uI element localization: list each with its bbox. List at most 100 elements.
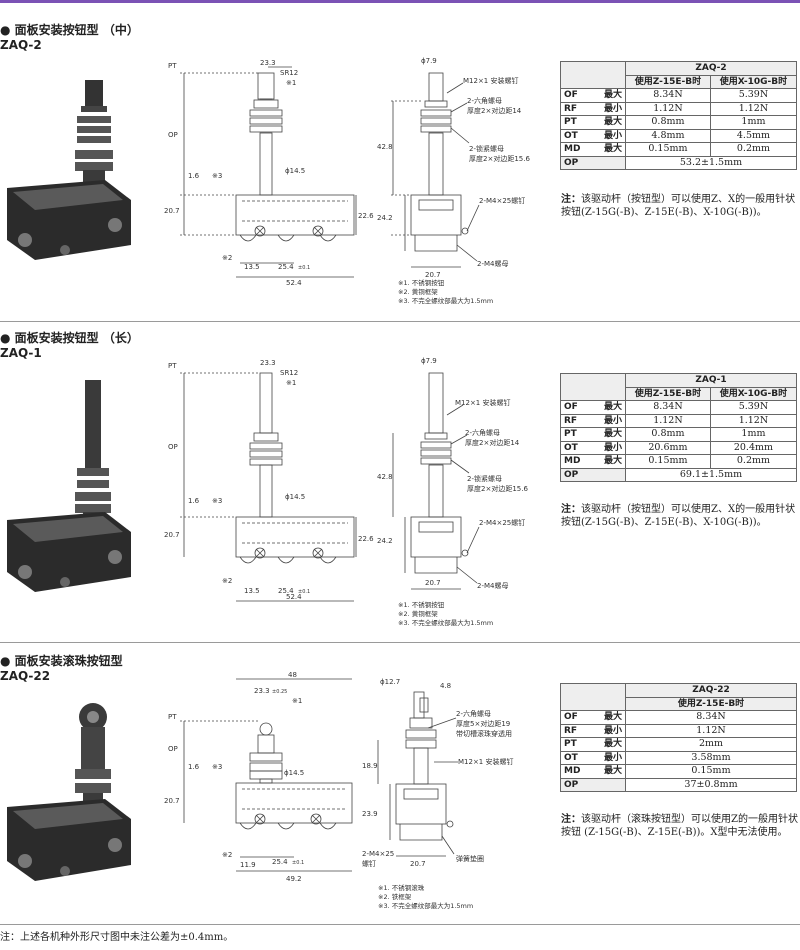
dim-pt: PT xyxy=(168,713,177,721)
row-qualifier: 最大 xyxy=(603,739,622,750)
dim-mark3: ※3 xyxy=(212,763,222,771)
row-key: OT xyxy=(564,130,578,141)
label-m12: M12×1 安装螺钉 xyxy=(463,76,519,85)
op-value: 37±0.8mm xyxy=(625,777,797,792)
row-qualifier: 最大 xyxy=(603,456,622,467)
dim-48: 48 xyxy=(288,671,297,679)
footnote-3: ※3. 不完全螺纹部最大为1.5mm xyxy=(398,296,493,305)
dim-23-3: 23.3 xyxy=(254,687,270,695)
model-name: ZAQ-2 xyxy=(0,38,42,52)
dim-20-7-front: 20.7 xyxy=(425,579,441,587)
label-lock-nut-spec: 厚度2×对边距15.6 xyxy=(469,154,530,163)
op-label: OP xyxy=(560,155,626,170)
row-key: MD xyxy=(564,766,581,777)
dim-op: OP xyxy=(168,131,178,139)
note-body: 该驱动杆（按钮型）可以使用Z、X的一般用针状按钮(Z-15G(-B)、Z-15E… xyxy=(561,504,796,528)
footnote-2: ※2. 黄铜框架 xyxy=(398,609,438,618)
footnote-3: ※3. 不完全螺纹部最大为1.5mm xyxy=(398,618,493,627)
dim-13-5: 13.5 xyxy=(244,587,260,595)
dim-11-9: 11.9 xyxy=(240,861,256,869)
label-hex-nut: 2-六角螺母 xyxy=(467,96,502,105)
dim-20-7: 20.7 xyxy=(164,531,180,539)
dim-phi-14-5: ϕ14.5 xyxy=(285,493,305,501)
footer-note: 注：上述各机种外形尺寸图中未注公差为±0.4mm。 xyxy=(0,932,234,943)
row-qualifier: 最大 xyxy=(603,429,622,440)
label-lock-nut-spec: 厚度2×对边距15.6 xyxy=(467,484,528,493)
table-header: ZAQ-22 xyxy=(625,683,797,698)
cell: 0.8mm xyxy=(625,427,711,442)
row-key: MD xyxy=(564,144,581,155)
row-key: OF xyxy=(564,712,578,723)
section-divider xyxy=(0,321,800,322)
footnote-1: ※1. 不锈钢滚珠 xyxy=(378,883,425,892)
cell: 8.34N xyxy=(625,710,797,725)
dim-52-4: 52.4 xyxy=(286,279,302,287)
dim-20-7-front: 20.7 xyxy=(425,271,441,279)
op-label: OP xyxy=(560,777,626,792)
dim-tol: ±0.1 xyxy=(298,589,310,595)
cell: 1mm xyxy=(709,427,798,442)
row-qualifier: 最小 xyxy=(603,415,622,426)
dim-op: OP xyxy=(168,745,178,753)
row-qualifier: 最大 xyxy=(603,144,622,155)
label-hex-nut: 2-六角螺母 xyxy=(465,428,500,437)
dim-20-7-front: 20.7 xyxy=(410,860,426,868)
cell: 0.8mm xyxy=(625,115,711,130)
label-m4-nut: 2-M4螺母 xyxy=(477,581,508,590)
label-hex-nut-spec: 厚度5×对边距19 xyxy=(456,719,510,728)
dim-1-6: 1.6 xyxy=(188,497,200,505)
row-qualifier: 最大 xyxy=(603,766,622,777)
footnote-1: ※1. 不锈钢按钮 xyxy=(398,600,445,609)
product-illustration xyxy=(7,703,131,881)
product-illustration xyxy=(7,80,131,260)
table-header: ZAQ-2 xyxy=(625,61,797,76)
row-qualifier: 最小 xyxy=(603,752,622,763)
row-key: RF xyxy=(564,725,578,736)
note-label: 注： xyxy=(561,504,581,515)
product-illustration xyxy=(7,380,131,592)
cell: 0.2mm xyxy=(709,454,798,469)
label-m12: M12×1 安装螺钉 xyxy=(458,757,514,766)
side-view-drawing: PT OP 23.3 SR12 ※1 ϕ14.5 1.6 ※3 20.7 22.… xyxy=(164,59,374,287)
dim-1-6: 1.6 xyxy=(188,763,200,771)
dim-23-9: 23.9 xyxy=(362,810,378,818)
cell: 8.34N xyxy=(625,88,711,103)
row-qualifier: 最大 xyxy=(603,712,622,723)
dim-24-2: 24.2 xyxy=(377,214,393,222)
section-note: 注：该驱动杆（滚珠按钮型）可以使用Z的一般用针状按钮 (Z-15G(-B)、Z-… xyxy=(561,813,800,839)
dim-13-5: 13.5 xyxy=(244,263,260,271)
cell: 0.2mm xyxy=(709,142,798,157)
dim-phi-7-9: ϕ7.9 xyxy=(421,357,437,365)
dim-18-9: 18.9 xyxy=(362,762,378,770)
footnotes: ※1. 不锈钢按钮 ※2. 黄铜框架 ※3. 不完全螺纹部最大为1.5mm xyxy=(398,278,493,305)
label-spring-washer: 弹簧垫圈 xyxy=(456,854,484,863)
row-qualifier: 最大 xyxy=(603,117,622,128)
footnote-2: ※2. 黄铜框架 xyxy=(398,287,438,296)
front-view-drawing: ϕ12.7 4.8 2-六角螺母 厚度5×对边距19 带切槽滚珠穿透用 M12×… xyxy=(362,678,514,868)
label-lock-nut: 2-锁紧螺母 xyxy=(469,144,504,153)
side-view-drawing: PT OP 23.3 SR12 ※1 ϕ14.5 1.6 ※3 20.7 22.… xyxy=(164,359,374,602)
cell: 1.12N xyxy=(709,101,798,116)
section-zaq-1: ● 面板安装按钮型 （长） ZAQ-1 PT OP 23.3 SR12 xyxy=(0,322,800,642)
dim-24-2: 24.2 xyxy=(377,537,393,545)
dim-mark2: ※2 xyxy=(222,254,232,262)
dim-42-8: 42.8 xyxy=(377,143,393,151)
side-view-drawing: 48 23.3 ±0.25 ※1 PT OP ϕ14.5 1.6 ※3 20.7… xyxy=(164,671,353,883)
dim-pt: PT xyxy=(168,362,177,370)
label-m4-screw-2: 螺钉 xyxy=(362,859,376,868)
cell: 5.39N xyxy=(709,400,798,415)
label-hex-nut-spec: 厚度2×对边距14 xyxy=(467,106,522,115)
